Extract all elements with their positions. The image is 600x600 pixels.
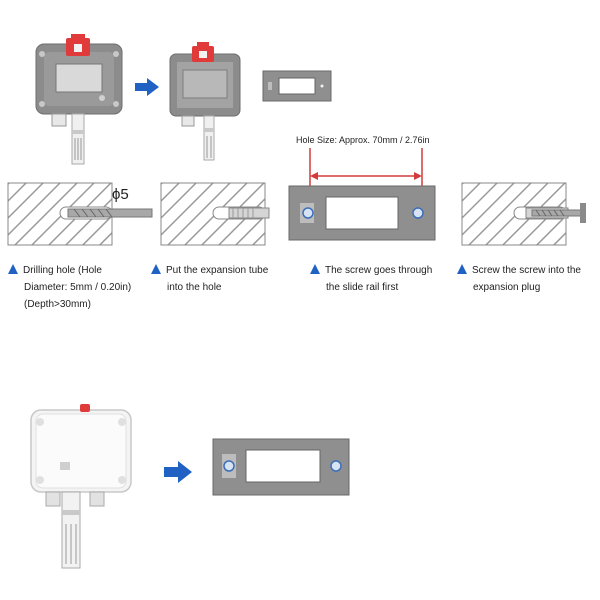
step-2-caption: Put the expansion tube into the hole	[151, 262, 268, 296]
drill-bit	[67, 208, 153, 218]
triangle-bullet-icon	[457, 264, 467, 274]
step-4-screw-in-plug-illustration	[461, 182, 586, 246]
device-assembled-illustration	[30, 404, 132, 569]
red-indicator	[80, 404, 90, 412]
drill-diameter-label: ϕ5	[112, 186, 129, 203]
slide-rail-illustration	[262, 70, 332, 102]
arrow-right-icon	[135, 78, 159, 96]
triangle-bullet-icon	[8, 264, 18, 274]
step-3-rail-screw-illustration	[288, 185, 436, 241]
device-with-cover-illustration	[35, 34, 123, 165]
device-window	[55, 63, 103, 93]
step-4-caption: Screw the screw into the expansion plug	[457, 262, 581, 296]
wall-bracket-mounted-illustration	[212, 438, 350, 496]
step-1-caption: Drilling hole (Hole Diameter: 5mm / 0.20…	[8, 262, 131, 313]
device-opened-illustration	[169, 42, 241, 161]
step-3-caption: The screw goes through the slide rail fi…	[310, 262, 432, 296]
hole-size-label: Hole Size: Approx. 70mm / 2.76in	[296, 135, 430, 145]
arrow-right-icon	[164, 461, 192, 483]
step-2-expansion-tube-illustration	[160, 182, 270, 246]
triangle-bullet-icon	[151, 264, 161, 274]
step-1-drilling-illustration	[7, 182, 153, 246]
expansion-tube	[228, 207, 270, 219]
triangle-bullet-icon	[310, 264, 320, 274]
